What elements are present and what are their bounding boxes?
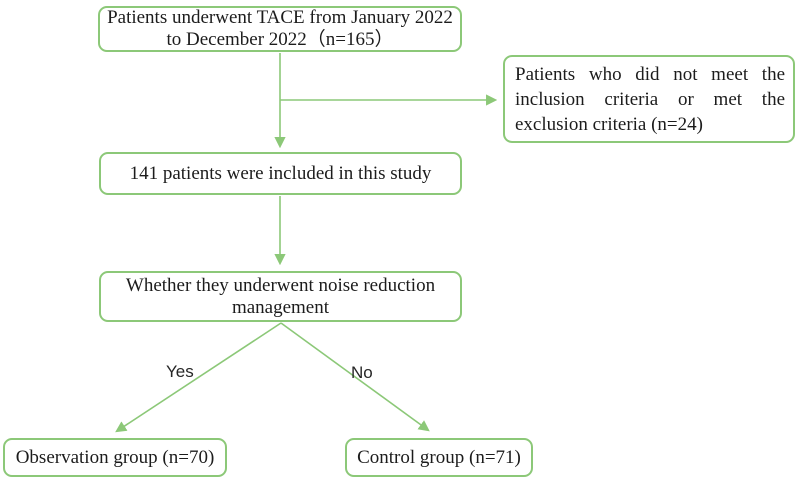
box-tace-patients: Patients underwent TACE from January 202… bbox=[98, 6, 462, 52]
box-question-line-2: management bbox=[231, 296, 330, 318]
arrow-question-to-observation bbox=[115, 322, 282, 433]
box-observation-group: Observation group (n=70) bbox=[3, 438, 227, 477]
box-exclusion-criteria: Patients who did not meet the inclusion … bbox=[503, 55, 795, 143]
no-branch-label: No bbox=[351, 363, 373, 382]
box-noise-reduction-question: Whether they underwent noise reduction m… bbox=[99, 271, 462, 322]
box-exclusion-line-3: exclusion criteria (n=24) bbox=[515, 113, 703, 135]
yes-branch-label: Yes bbox=[166, 362, 194, 381]
box-question-line-1: Whether they underwent noise reduction bbox=[125, 274, 436, 296]
box-control-group: Control group (n=71) bbox=[345, 438, 533, 477]
box-control-label: Control group (n=71) bbox=[357, 446, 521, 468]
box-exclusion-line-1: Patients who did not meet the bbox=[515, 63, 785, 85]
box-observation-label: Observation group (n=70) bbox=[15, 446, 215, 468]
box-tace-line-2: to December 2022（n=165） bbox=[166, 29, 394, 50]
box-exclusion-line-2: inclusion criteria or met the bbox=[515, 88, 785, 110]
box-tace-line-1: Patients underwent TACE from January 202… bbox=[107, 7, 453, 28]
box-included-label: 141 patients were included in this study bbox=[129, 162, 432, 184]
box-included-patients: 141 patients were included in this study bbox=[99, 152, 462, 195]
